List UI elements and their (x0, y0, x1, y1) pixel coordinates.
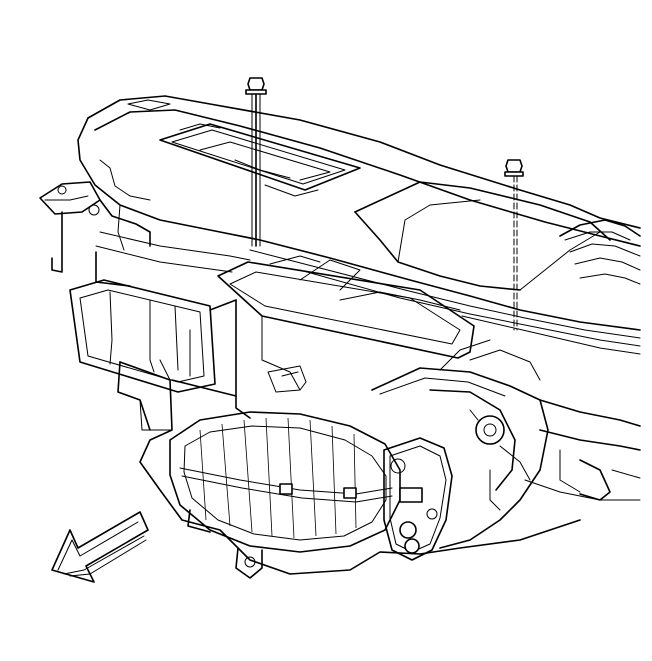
actuator-assembly (371, 339, 641, 561)
bolt-icon (505, 159, 523, 173)
bolt-left (245, 77, 267, 247)
bolt-icon (247, 77, 265, 91)
hvac-module (69, 255, 581, 579)
instrument-panel (39, 95, 641, 355)
direction-arrow (51, 511, 149, 583)
bolt-right (504, 159, 524, 331)
direction-arrow-icon (51, 511, 149, 583)
